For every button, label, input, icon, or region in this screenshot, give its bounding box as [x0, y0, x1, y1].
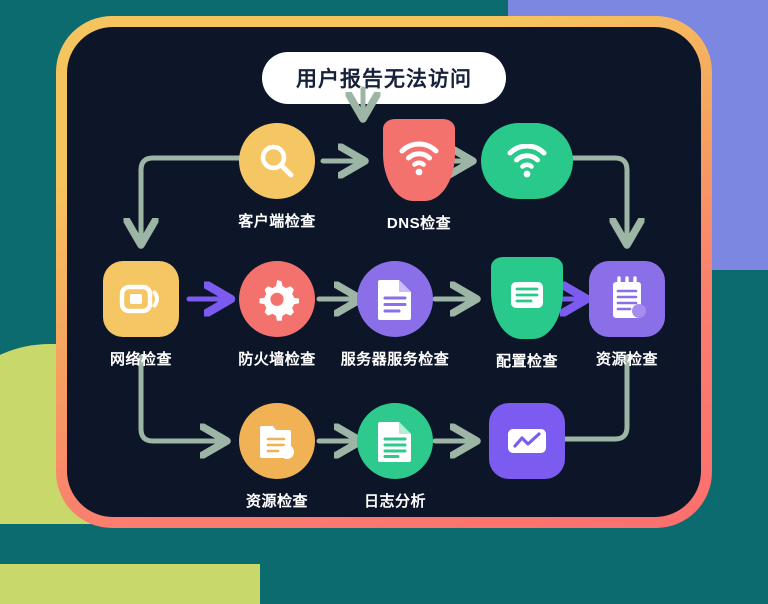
node-resource-check-2[interactable]: 资源检查 [221, 403, 333, 511]
dns-check-icon-bg [383, 119, 455, 201]
node-label: 资源检查 [245, 493, 308, 510]
node-label: 客户端检查 [238, 213, 316, 230]
config-check-icon-bg [491, 257, 563, 339]
node-chart-result[interactable] [471, 403, 583, 490]
shield-document-icon [511, 282, 543, 308]
node-log-analysis[interactable]: 日志分析 [339, 403, 451, 511]
wifi-ok-icon-bg [481, 123, 573, 199]
teal-bottom-band [0, 524, 768, 564]
gear-icon [259, 280, 299, 321]
document-icon [378, 280, 411, 320]
page-title: 用户报告无法访问 [262, 52, 506, 104]
node-resource-check[interactable]: 资源检查 [571, 261, 683, 369]
connector-client-to-network [141, 155, 288, 239]
log-analysis-icon-bg [357, 403, 433, 479]
node-network-check[interactable]: 网络检查 [85, 261, 197, 369]
node-client-check[interactable]: 客户端检查 [221, 123, 333, 231]
node-firewall-check[interactable]: 防火墙检查 [221, 261, 333, 369]
connector-network-to-resource2 [138, 354, 221, 441]
node-label: 防火墙检查 [238, 351, 316, 368]
connector-resource-to-chart [556, 354, 630, 442]
notepad-icon [613, 276, 646, 318]
connector-wifi-to-resource [536, 155, 627, 239]
node-label: 日志分析 [363, 493, 426, 510]
node-label: 服务器服务检查 [340, 351, 450, 368]
node-dns-check[interactable]: DNS检查 [363, 119, 475, 233]
node-label: DNS检查 [386, 215, 452, 232]
log-document-icon [378, 422, 411, 462]
resource-check-icon-bg [589, 261, 665, 337]
diagram-card-frame: 用户报告无法访问 [56, 16, 712, 528]
magnifier-icon [260, 144, 294, 178]
node-label: 网络检查 [109, 351, 172, 368]
node-wifi-ok[interactable] [471, 123, 583, 210]
flow-connectors [67, 86, 701, 517]
node-config-check[interactable]: 配置检查 [471, 257, 583, 371]
router-icon [119, 284, 159, 314]
network-check-icon-bg [103, 261, 179, 337]
line-chart-icon [508, 429, 546, 453]
resource-check-2-icon-bg [239, 403, 315, 479]
diagram-card: 用户报告无法访问 [67, 27, 701, 517]
chart-result-icon-bg [489, 403, 565, 479]
client-check-icon-bg [239, 123, 315, 199]
shield-wifi-icon [399, 141, 439, 176]
firewall-check-icon-bg [239, 261, 315, 337]
node-label: 配置检查 [495, 353, 558, 370]
report-icon [260, 426, 294, 459]
server-check-icon-bg [357, 261, 433, 337]
node-server-check[interactable]: 服务器服务检查 [339, 261, 451, 369]
node-label: 资源检查 [595, 351, 658, 368]
wifi-icon [507, 144, 547, 178]
